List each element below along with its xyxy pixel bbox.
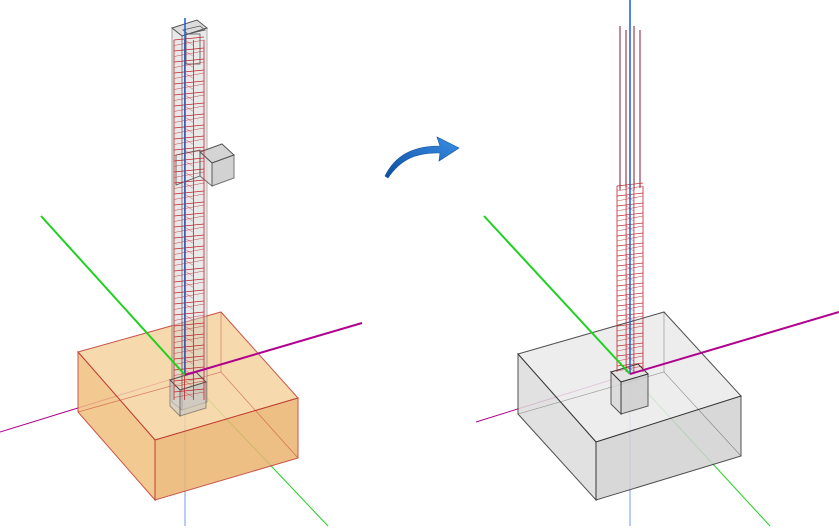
rebar-tie-diagonal (184, 325, 194, 332)
curved-arrow-right-icon (384, 136, 460, 179)
rebar-tie-diagonal (184, 160, 194, 167)
rebar-tie (173, 113, 205, 118)
rebar-tie (173, 355, 205, 360)
rebar-tie (173, 190, 205, 195)
y-axis-after (483, 215, 631, 375)
rebar-tie-diagonal (184, 270, 194, 277)
rebar-tie (173, 124, 205, 129)
rebar-tie-diagonal (184, 336, 194, 343)
rebar-tie (173, 322, 205, 327)
rebar-tie (173, 157, 205, 162)
rebar-tie (173, 333, 205, 338)
rebar-tie (173, 344, 205, 349)
rebar-tie (173, 278, 205, 283)
rebar-tie-diagonal (184, 50, 194, 57)
rebar-tie (173, 377, 205, 382)
rebar-tie (173, 289, 205, 294)
rebar-tie-diagonal (184, 94, 194, 101)
rebar-tie (173, 223, 205, 228)
rebar-tie-diagonal (184, 292, 194, 299)
x-axis-after (629, 311, 839, 375)
rebar-tie-diagonal (184, 369, 194, 376)
rebar-tie-diagonal (184, 149, 194, 156)
rebar-tie (173, 36, 205, 41)
rebar-tie (173, 256, 205, 261)
rebar-tie-diagonal (184, 61, 194, 68)
rebar-tie-diagonal (184, 259, 194, 266)
rebar-tie (173, 212, 205, 217)
rebar-tie-diagonal (184, 105, 194, 112)
rebar-tie-diagonal (184, 391, 194, 398)
rebar-tie-diagonal (184, 314, 194, 321)
starter-bars-after (619, 26, 641, 190)
rebar-tie (173, 47, 205, 52)
rebar-tie (173, 58, 205, 63)
rebar-tie-diagonal (184, 116, 194, 123)
rebar-tie-diagonal (184, 138, 194, 145)
rebar-tie-diagonal (184, 204, 194, 211)
column-before (169, 19, 235, 418)
rebar-tie (173, 311, 205, 316)
rebar-tie (173, 91, 205, 96)
rebar-tie-diagonal (184, 281, 194, 288)
rebar-tie-diagonal (184, 127, 194, 134)
rebar-tie (173, 267, 205, 272)
rebar-tie (173, 300, 205, 305)
scene-before (0, 18, 363, 527)
rebar-tie (173, 168, 205, 173)
rebar-tie-diagonal (184, 193, 194, 200)
rebar-tie-diagonal (184, 380, 194, 387)
rebar-tie (173, 146, 205, 151)
rebar-tie (173, 245, 205, 250)
rebar-tie-diagonal (184, 39, 194, 46)
rebar-tie-diagonal (184, 83, 194, 90)
rebar-tie (173, 388, 205, 393)
rebar-tie-diagonal (184, 215, 194, 222)
rebar-tie-diagonal (184, 303, 194, 310)
rebar-tie (173, 80, 205, 85)
rebar-tie-diagonal (184, 248, 194, 255)
rebar-tie-diagonal (184, 237, 194, 244)
rebar-tie (173, 179, 205, 184)
rebar-tie-diagonal (184, 358, 194, 365)
rebar-tie (173, 69, 205, 74)
y-axis-before (40, 215, 186, 376)
rebar-tie (173, 135, 205, 140)
rebar-tie-diagonal (184, 347, 194, 354)
rebar-tie-diagonal (184, 72, 194, 79)
rebar-tie (173, 102, 205, 107)
rebar-tie-diagonal (184, 226, 194, 233)
scene-after (475, 0, 839, 527)
rebar-tie (173, 234, 205, 239)
rebar-tie (173, 201, 205, 206)
x-axis-before (184, 322, 363, 376)
rebar-tie-diagonal (184, 182, 194, 189)
footing-box-before (77, 311, 299, 502)
rebar-tie-diagonal (184, 171, 194, 178)
